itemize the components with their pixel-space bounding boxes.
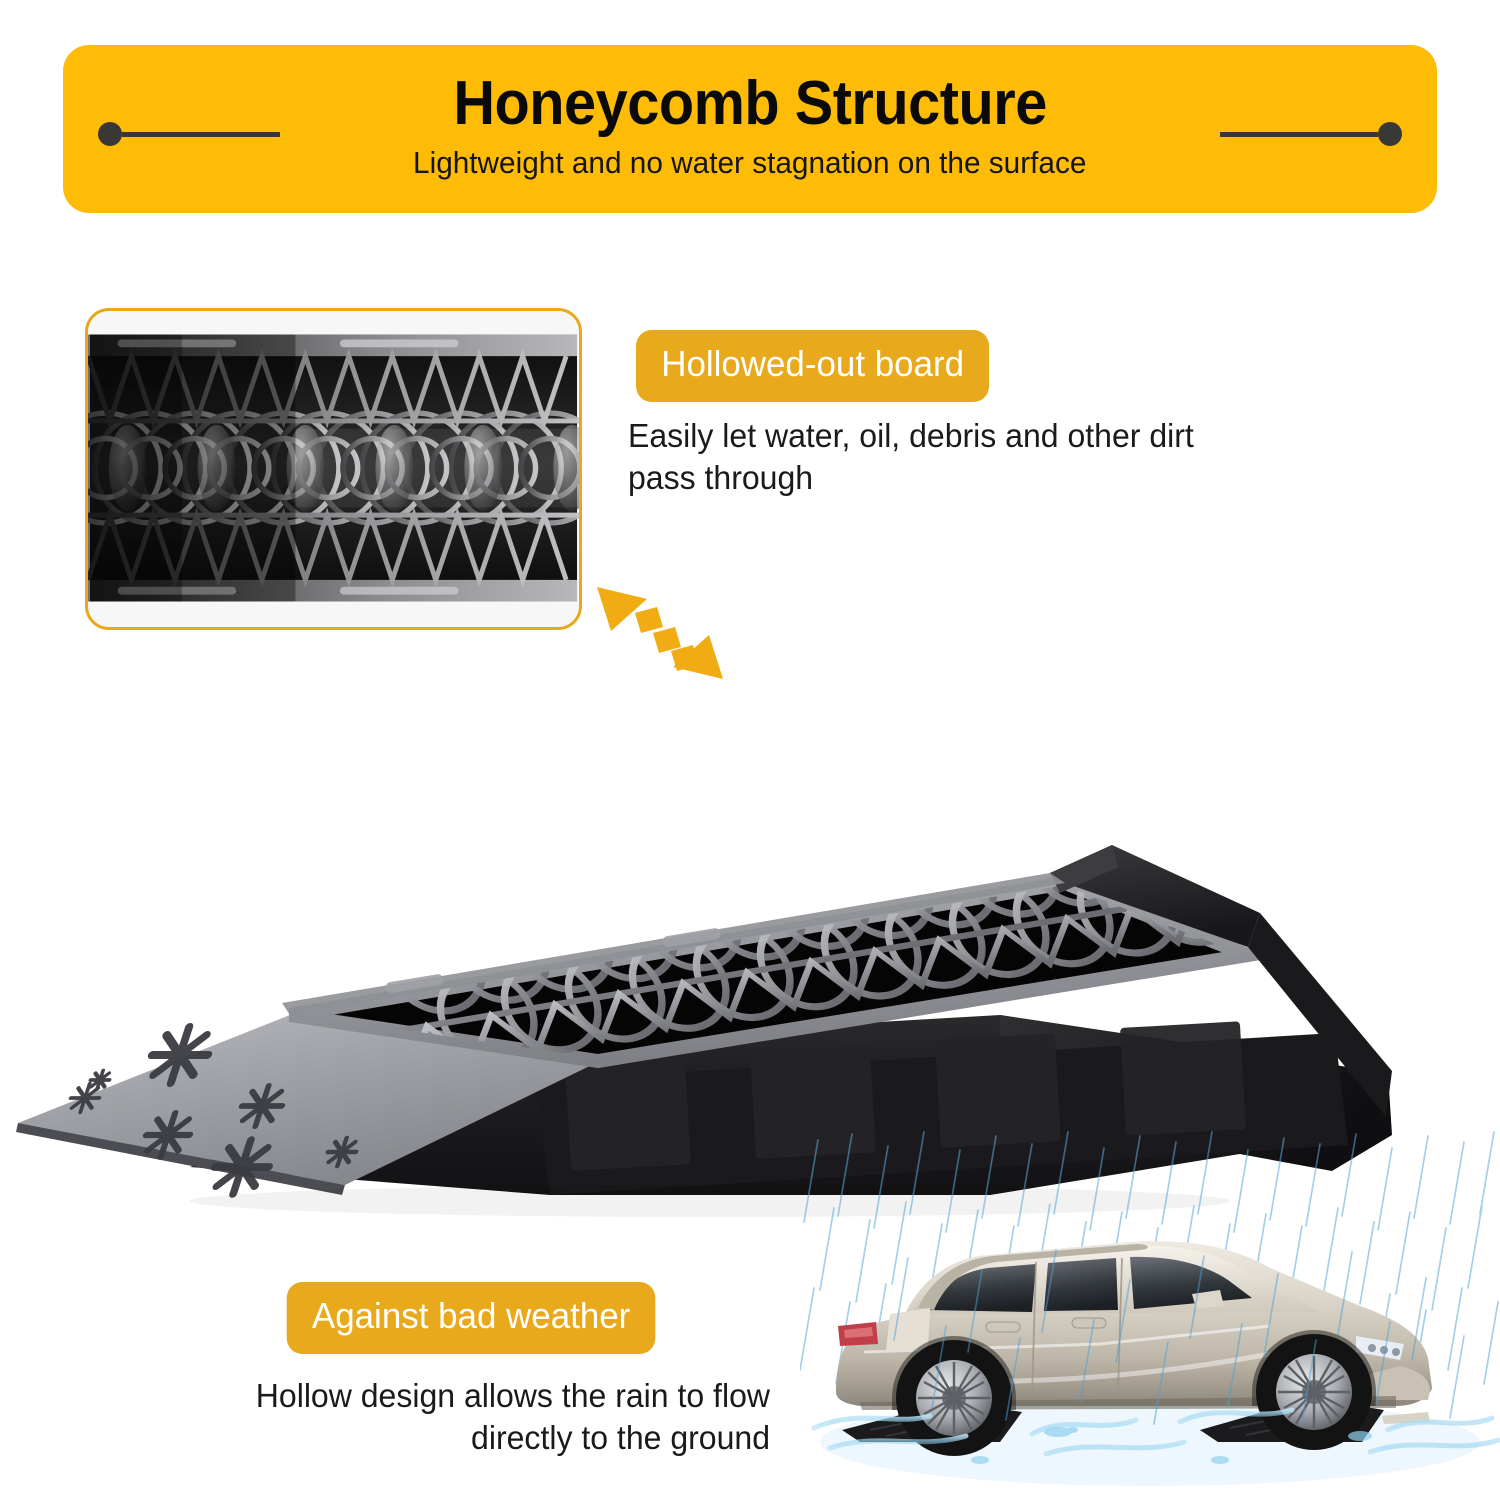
car-rain-illustration xyxy=(800,1131,1500,1486)
header-banner: Honeycomb Structure Lightweight and no w… xyxy=(63,45,1437,213)
caption-against-bad-weather: Hollow design allows the rain to flow di… xyxy=(255,1377,770,1457)
honeycomb-underside-photo xyxy=(85,308,582,630)
badge-label: Against bad weather xyxy=(311,1295,631,1336)
dot-icon xyxy=(1378,122,1402,146)
caption-hollowed-out-board: Easily let water, oil, debris and other … xyxy=(628,417,1194,497)
suv-on-ramps-in-rain-image xyxy=(800,1130,1500,1500)
decorative-dot-line-left xyxy=(98,122,280,146)
badge-label: Hollowed-out board xyxy=(661,343,965,384)
line-icon xyxy=(122,131,280,137)
double-arrow-icon xyxy=(597,587,723,679)
decorative-dot-line-right xyxy=(1220,122,1402,146)
ramp-illustration xyxy=(16,845,1392,1217)
dot-icon xyxy=(98,122,122,146)
product-ramp-image xyxy=(0,495,1465,1225)
page-subtitle: Lightweight and no water stagnation on t… xyxy=(413,145,1087,181)
page-title: Honeycomb Structure xyxy=(453,68,1047,138)
honeycomb-lattice-illustration xyxy=(88,311,579,627)
badge-hollowed-out-board: Hollowed-out board xyxy=(636,330,990,402)
line-icon xyxy=(1220,131,1378,137)
badge-against-bad-weather: Against bad weather xyxy=(286,1282,656,1354)
